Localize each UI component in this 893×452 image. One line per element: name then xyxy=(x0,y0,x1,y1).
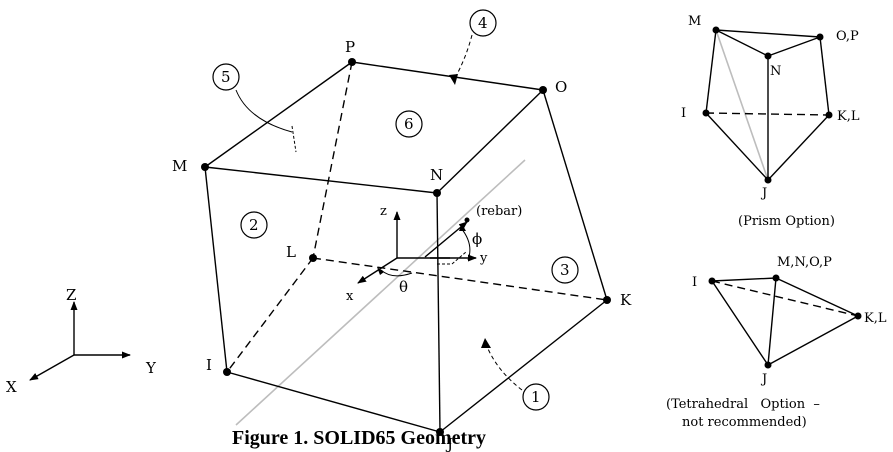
label-node-n: N xyxy=(430,166,443,184)
global-x-label: X xyxy=(6,378,17,396)
tetra-label-j: J xyxy=(760,372,767,387)
node-p xyxy=(348,58,356,66)
global-z-label: Z xyxy=(66,286,76,304)
tetra-label-mnop: M,N,O,P xyxy=(777,255,832,270)
tetrahedral-option: M,N,O,P I K,L J (Tetrahedral Option – no… xyxy=(666,255,887,430)
svg-text:3: 3 xyxy=(560,261,570,279)
face-label-6: 6 xyxy=(395,110,423,138)
local-z-label: z xyxy=(380,204,387,219)
global-y-label: Y xyxy=(145,359,157,377)
local-x-label: x xyxy=(346,289,354,304)
svg-text:2: 2 xyxy=(249,216,259,234)
theta-label: θ xyxy=(399,278,408,296)
svg-text:5: 5 xyxy=(221,68,231,86)
prism-label-i: I xyxy=(681,106,686,121)
prism-option: M O,P N I K,L J (Prism Option) xyxy=(681,14,860,229)
svg-text:4: 4 xyxy=(478,14,488,32)
local-y-label: y xyxy=(479,251,488,266)
tetra-label-i: I xyxy=(692,275,697,290)
node-n xyxy=(433,189,441,197)
node-j xyxy=(436,428,444,436)
prism-label-op: O,P xyxy=(836,29,859,44)
global-axes: Z Y X xyxy=(6,286,157,396)
tetra-label-kl: K,L xyxy=(864,311,887,326)
node-i xyxy=(223,368,231,376)
node-o xyxy=(539,86,547,94)
node-m xyxy=(201,163,209,171)
label-node-p: P xyxy=(345,38,355,56)
face-label-5: 5 xyxy=(212,63,297,153)
svg-text:6: 6 xyxy=(404,115,414,133)
svg-text:1: 1 xyxy=(531,388,541,406)
rebar-label: (rebar) xyxy=(476,204,522,219)
main-element: P O M N L K I J 5 4 6 2 3 xyxy=(172,9,632,452)
label-node-l: L xyxy=(286,243,296,261)
face-label-2: 2 xyxy=(240,211,268,239)
tetra-caption-line2: not recommended) xyxy=(682,415,807,430)
prism-label-kl: K,L xyxy=(837,109,860,124)
face-label-1: 1 xyxy=(481,338,550,411)
prism-label-j: J xyxy=(760,186,767,201)
label-node-k: K xyxy=(620,291,632,309)
label-node-m: M xyxy=(172,157,187,175)
local-axes: z x y (rebar) ϕ θ xyxy=(346,204,522,304)
face-label-3: 3 xyxy=(551,256,579,284)
node-k xyxy=(603,296,611,304)
label-node-j: J xyxy=(445,435,453,452)
label-node-i: I xyxy=(206,356,212,374)
label-node-o: O xyxy=(555,78,567,96)
phi-label: ϕ xyxy=(472,230,482,248)
tetra-caption-line1: (Tetrahedral Option – xyxy=(666,397,820,412)
node-l xyxy=(309,254,317,262)
face-label-4: 4 xyxy=(449,9,497,85)
prism-label-m: M xyxy=(688,14,701,29)
prism-label-n: N xyxy=(770,64,781,79)
prism-caption: (Prism Option) xyxy=(738,214,835,229)
figure-caption: Figure 1. SOLID65 Geometry xyxy=(232,427,486,449)
rebar-line xyxy=(235,159,526,426)
